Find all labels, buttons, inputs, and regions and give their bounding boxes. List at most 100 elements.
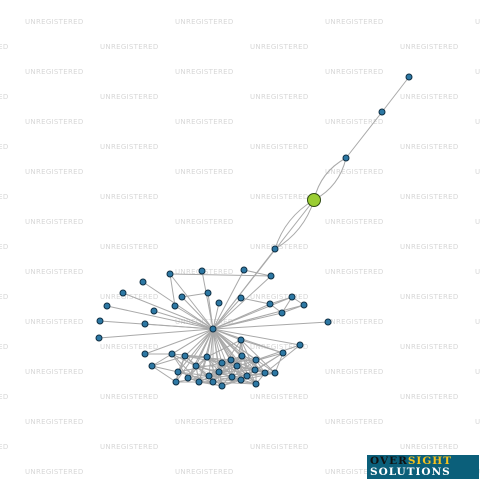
network-node bbox=[378, 108, 386, 116]
watermark-text: UNREGISTERED bbox=[0, 43, 9, 51]
edge-link bbox=[206, 339, 242, 358]
watermark-text: UNREGISTERED bbox=[475, 118, 480, 126]
network-node bbox=[237, 294, 245, 302]
edge-link bbox=[181, 296, 214, 330]
watermark-text: UNREGISTERED bbox=[175, 218, 234, 226]
watermark-text: UNREGISTERED bbox=[175, 418, 234, 426]
edge-link bbox=[177, 362, 223, 373]
edge-link bbox=[212, 199, 315, 330]
watermark-text: UNREGISTERED bbox=[400, 293, 459, 301]
network-node bbox=[278, 309, 286, 317]
edge-link bbox=[212, 275, 272, 330]
network-node bbox=[227, 356, 235, 364]
edge-layer bbox=[98, 76, 410, 387]
edge-link bbox=[171, 353, 200, 383]
edge-link bbox=[171, 328, 214, 355]
edge-link bbox=[212, 297, 242, 330]
watermark-text: UNREGISTERED bbox=[250, 343, 309, 351]
watermark-text: UNREGISTERED bbox=[400, 143, 459, 151]
network-node bbox=[324, 318, 332, 326]
network-node bbox=[218, 382, 226, 390]
network-node bbox=[215, 368, 223, 376]
watermark-text: UNREGISTERED bbox=[250, 143, 309, 151]
edge-link bbox=[212, 328, 223, 364]
watermark-text: UNREGISTERED bbox=[250, 293, 309, 301]
watermark-text: UNREGISTERED bbox=[475, 368, 480, 376]
watermark-text: UNREGISTERED bbox=[250, 43, 309, 51]
network-node bbox=[279, 349, 287, 357]
watermark-text: UNREGISTERED bbox=[475, 18, 480, 26]
network-node bbox=[204, 289, 212, 297]
edge-link bbox=[171, 353, 208, 358]
network-node bbox=[141, 350, 149, 358]
network-node bbox=[240, 266, 248, 274]
edge-link bbox=[169, 273, 214, 330]
watermark-text: UNREGISTERED bbox=[175, 318, 234, 326]
edge-link bbox=[313, 157, 347, 201]
watermark-text: UNREGISTERED bbox=[0, 393, 9, 401]
network-node bbox=[184, 374, 192, 382]
edge-link bbox=[187, 328, 214, 379]
edge-link bbox=[240, 297, 271, 305]
watermark-text: UNREGISTERED bbox=[25, 468, 84, 476]
edge-link bbox=[255, 344, 301, 361]
watermark-text: UNREGISTERED bbox=[325, 368, 384, 376]
logo-line-1: OVERSIGHT bbox=[370, 455, 453, 467]
watermark-text: UNREGISTERED bbox=[175, 168, 234, 176]
watermark-text: UNREGISTERED bbox=[325, 118, 384, 126]
network-node bbox=[181, 352, 189, 360]
watermark-text: UNREGISTERED bbox=[25, 118, 84, 126]
watermark-text: UNREGISTERED bbox=[100, 243, 159, 251]
network-node bbox=[252, 380, 260, 388]
network-node bbox=[405, 73, 413, 81]
edge-link bbox=[313, 157, 347, 201]
watermark-text: UNREGISTERED bbox=[25, 18, 84, 26]
watermark-text: UNREGISTERED bbox=[250, 393, 309, 401]
network-node bbox=[228, 373, 236, 381]
edge-link bbox=[98, 328, 214, 339]
watermark-text: UNREGISTERED bbox=[400, 43, 459, 51]
network-node bbox=[218, 359, 226, 367]
edge-link bbox=[241, 355, 266, 374]
edge-link bbox=[184, 328, 214, 357]
watermark-text: UNREGISTERED bbox=[475, 218, 480, 226]
edge-link bbox=[212, 269, 245, 330]
edge-link bbox=[122, 292, 214, 330]
edge-link bbox=[181, 292, 209, 298]
network-node bbox=[174, 368, 182, 376]
watermark-text: UNREGISTERED bbox=[400, 443, 459, 451]
edge-link bbox=[169, 273, 272, 277]
watermark-text: UNREGISTERED bbox=[25, 68, 84, 76]
edge-link bbox=[151, 365, 179, 373]
edge-link bbox=[212, 328, 301, 346]
network-node bbox=[300, 301, 308, 309]
edge-link bbox=[153, 310, 214, 330]
watermark-text: UNREGISTERED bbox=[325, 68, 384, 76]
watermark-text: UNREGISTERED bbox=[25, 218, 84, 226]
edge-link bbox=[212, 304, 305, 330]
edge-link bbox=[381, 76, 410, 113]
watermark-text: UNREGISTERED bbox=[100, 93, 159, 101]
edge-link bbox=[218, 339, 242, 373]
network-node bbox=[96, 317, 104, 325]
logo-line-2: SOLUTIONS bbox=[370, 466, 451, 478]
watermark-text: UNREGISTERED bbox=[475, 168, 480, 176]
watermark-text: UNREGISTERED bbox=[175, 118, 234, 126]
watermark-text: UNREGISTERED bbox=[250, 443, 309, 451]
network-node bbox=[103, 302, 111, 310]
watermark-text: UNREGISTERED bbox=[0, 193, 9, 201]
watermark-text: UNREGISTERED bbox=[25, 368, 84, 376]
watermark-text: UNREGISTERED bbox=[25, 318, 84, 326]
watermark-text: UNREGISTERED bbox=[100, 43, 159, 51]
edge-link bbox=[230, 359, 266, 374]
watermark-text: UNREGISTERED bbox=[325, 318, 384, 326]
watermark-text: UNREGISTERED bbox=[400, 393, 459, 401]
watermark-text: UNREGISTERED bbox=[0, 93, 9, 101]
network-node bbox=[243, 372, 251, 380]
edge-link bbox=[198, 356, 208, 383]
network-node bbox=[195, 378, 203, 386]
network-node bbox=[150, 307, 158, 315]
edge-link bbox=[274, 352, 284, 374]
network-node bbox=[271, 369, 279, 377]
